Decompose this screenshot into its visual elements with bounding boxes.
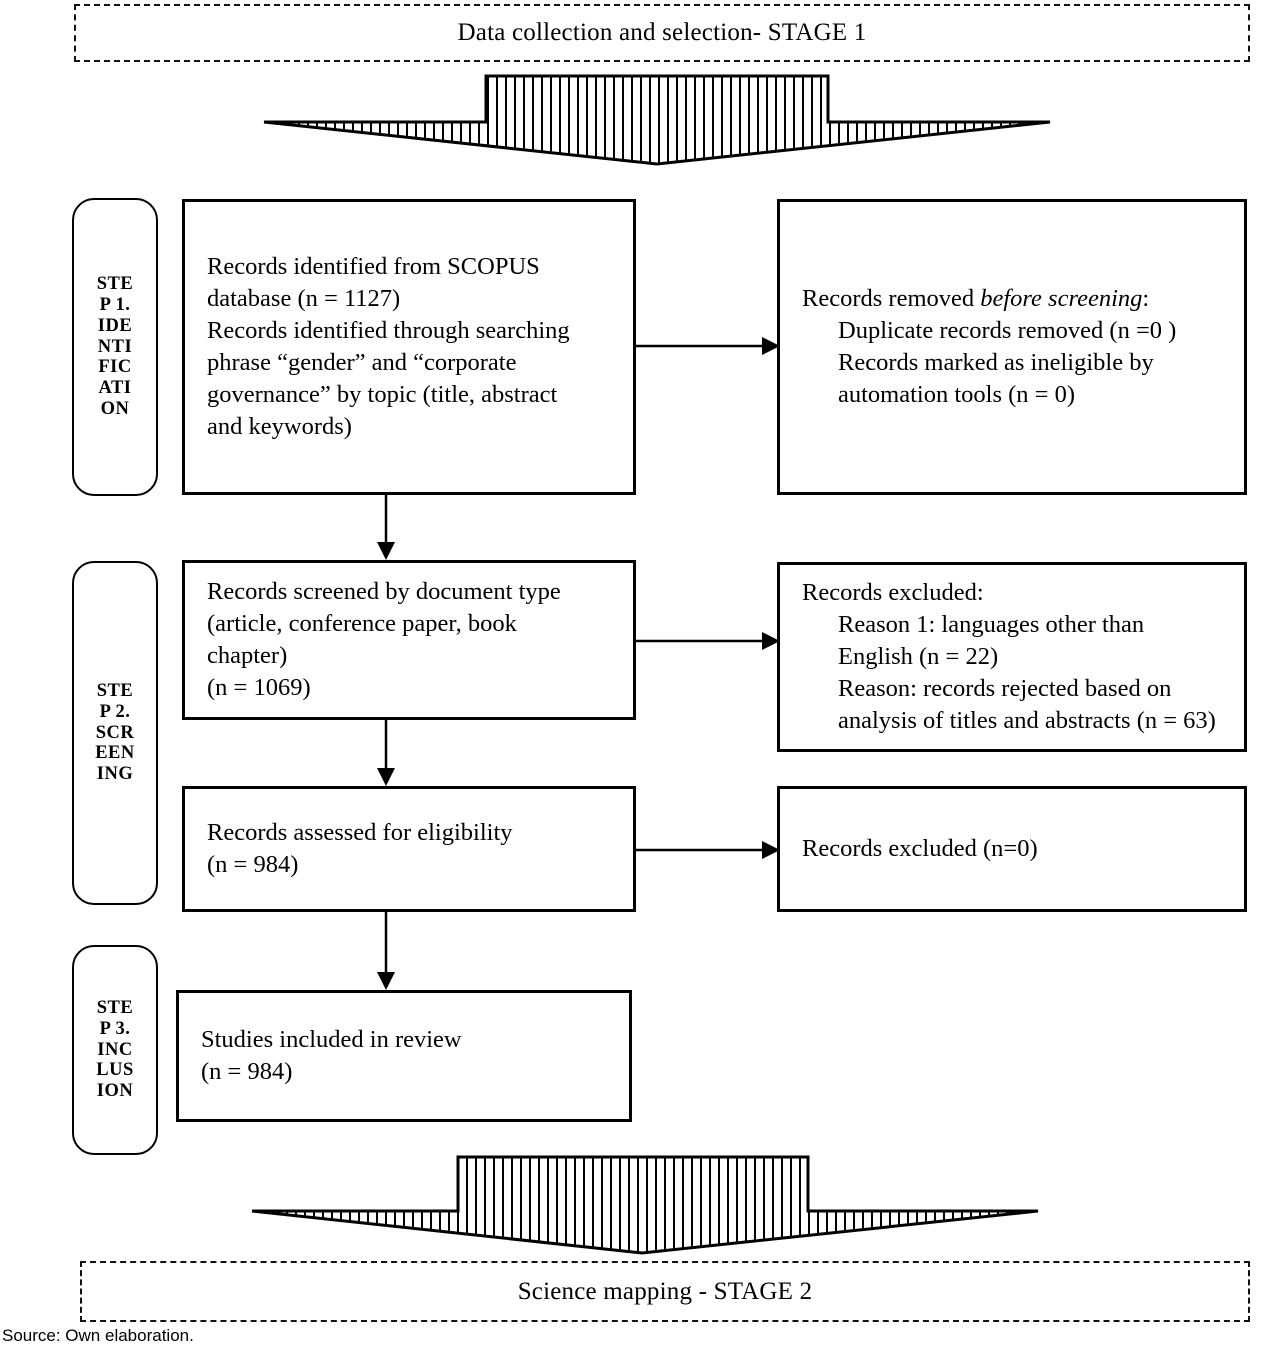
excluded-screening-item-2a: Reason: records rejected based on [838,674,1172,702]
stage-banner-bottom: Science mapping - STAGE 2 [80,1261,1250,1322]
removed-heading-italic: before screening [980,285,1143,313]
box-records-excluded-screening: Records excluded: Reason 1: languages ot… [777,562,1247,752]
identified-line-4: phrase “gender” and “corporate [207,349,517,376]
box-records-removed-before-screening: Records removed before screening: Duplic… [777,199,1247,495]
arrow-identified-to-removed [636,337,780,355]
step-label-inclusion-text: STEP 3. INCLUSION [96,998,134,1102]
screened-line-1: Records screened by document type [207,578,561,606]
excluded-screening-item-1a: Reason 1: languages other than [838,611,1145,639]
removed-item-2a: Records marked as ineligible by [838,349,1154,376]
removed-item-2b: automation tools (n = 0) [838,380,1076,408]
box-included-text: Studies included in review (n = 984) [201,1024,462,1088]
source-note: Source: Own elaboration. [2,1326,194,1345]
arrow-eligibility-to-included [377,912,395,990]
eligibility-line-2: (n = 984) [207,851,299,878]
box-records-identified-text: Records identified from SCOPUS database … [207,251,570,442]
stage-top-label: Data collection and selection- STAGE 1 [457,19,867,46]
identified-line-1: Records identified from SCOPUS [207,253,540,281]
arrow-screened-to-excluded [636,632,780,650]
box-studies-included: Studies included in review (n = 984) [176,990,632,1122]
box-records-screened-text: Records screened by document type (artic… [207,576,561,703]
box-records-excluded-screening-text: Records excluded: Reason 1: languages ot… [802,577,1216,736]
screened-line-2: (article, conference paper, book [207,610,517,638]
box-records-excluded-eligibility: Records excluded (n=0) [777,786,1247,912]
removed-item-1: Duplicate records removed (n =0 ) [838,317,1177,345]
identified-line-5: governance” by topic (title, abstract [207,380,558,408]
eligibility-line-1: Records assessed for eligibility [207,819,513,847]
included-line-1: Studies included in review [201,1026,462,1054]
removed-heading-colon: : [1142,285,1150,313]
step-label-screening-text: STEP 2. SCREENING [95,681,135,785]
hatched-down-arrow-bottom [250,1155,1040,1255]
excluded-eligibility-line-1: Records excluded (n=0) [802,835,1038,863]
identified-line-6: and keywords) [207,412,352,440]
step-label-identification-text: STEP 1. IDENTIFICATION [96,274,134,419]
step-label-identification: STEP 1. IDENTIFICATION [72,198,158,496]
hatched-down-arrow-top [262,74,1052,166]
arrow-screened-to-eligibility [377,720,395,786]
step-label-inclusion: STEP 3. INCLUSION [72,945,158,1155]
box-records-removed-text: Records removed before screening: Duplic… [802,283,1176,410]
step-label-screening: STEP 2. SCREENING [72,561,158,905]
box-eligibility-text: Records assessed for eligibility (n = 98… [207,817,513,881]
box-excluded-eligibility-text: Records excluded (n=0) [802,833,1038,865]
box-records-identified: Records identified from SCOPUS database … [182,199,636,495]
included-line-2: (n = 984) [201,1058,293,1085]
box-records-screened: Records screened by document type (artic… [182,560,636,720]
excluded-screening-item-1b: English (n = 22) [838,643,999,671]
arrow-identified-to-screened [377,494,395,560]
stage-bottom-label: Science mapping - STAGE 2 [517,1277,813,1305]
identified-line-2: database (n = 1127) [207,285,401,313]
stage-banner-top: Data collection and selection- STAGE 1 [74,4,1250,62]
arrow-eligibility-to-excluded [636,841,780,859]
identified-line-3: Records identified through searching [207,317,570,345]
excluded-screening-item-2b: analysis of titles and abstracts (n = 63… [838,706,1216,734]
removed-heading-plain: Records removed [802,285,981,313]
excluded-screening-heading: Records excluded: [802,579,984,607]
screened-line-4: (n = 1069) [207,673,311,701]
screened-line-3: chapter) [207,642,288,669]
box-records-assessed-eligibility: Records assessed for eligibility (n = 98… [182,786,636,912]
